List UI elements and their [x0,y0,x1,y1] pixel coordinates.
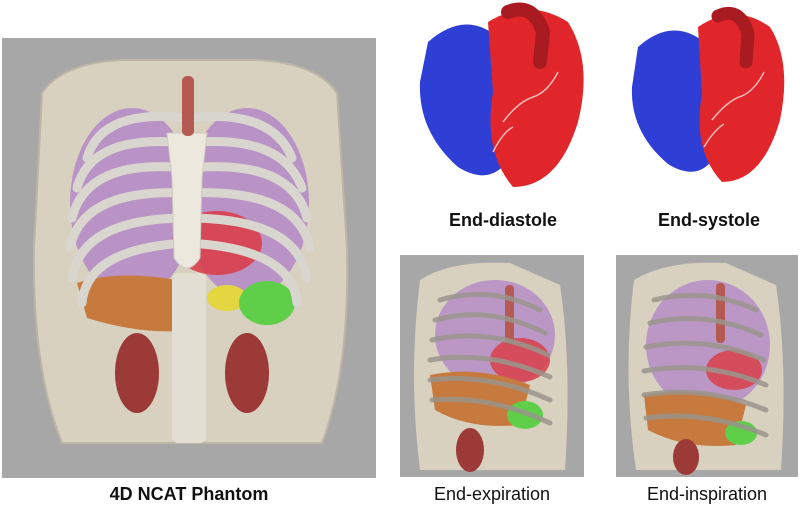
end-inspiration-panel [616,255,798,477]
ncat-phantom-image [2,38,376,478]
caption-end-systole: End-systole [657,210,761,230]
caption-main: 4D NCAT Phantom [109,484,269,504]
heart-systole-panel [620,2,798,197]
heart-diastole-panel [408,2,598,197]
end-expiration-panel [400,255,584,477]
heart-systole-image [631,6,785,182]
end-inspiration-image [616,255,798,477]
caption-end-expiration: End-expiration [433,484,551,504]
end-expiration-image [400,255,584,477]
caption-end-diastole: End-diastole [448,210,557,230]
heart-diastole-image [419,2,584,187]
main-phantom-panel [2,38,376,478]
caption-end-inspiration: End-inspiration [646,484,768,504]
